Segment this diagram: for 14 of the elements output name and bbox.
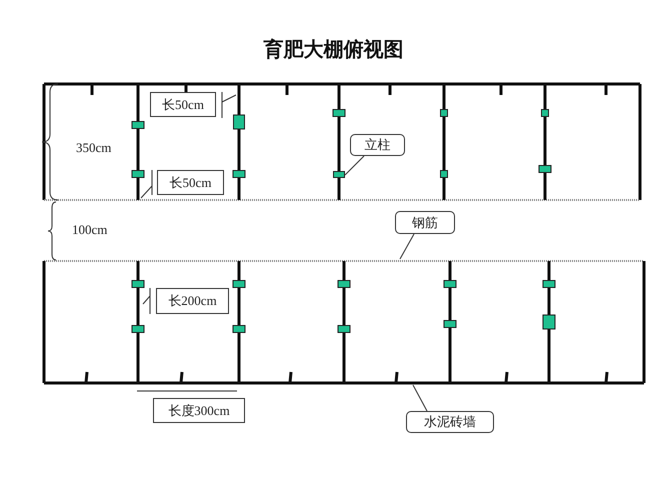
dimension-label: 长200cm	[156, 288, 229, 314]
callout-label: 立柱	[350, 134, 405, 156]
leader-line	[412, 384, 428, 412]
leader-line	[400, 234, 414, 260]
dimension-label: 长度300cm	[153, 398, 245, 423]
callout-label: 钢筋	[395, 211, 455, 234]
dimension-label: 350cm	[76, 140, 112, 156]
dimension-label: 长50cm	[157, 170, 224, 195]
post-marker	[333, 171, 345, 178]
dimension-label: 长50cm	[150, 92, 216, 117]
leader-line	[344, 156, 364, 176]
diagram-title: 育肥大棚俯视图	[262, 36, 404, 63]
callout-label: 水泥砖墙	[406, 411, 494, 433]
dimension-label: 100cm	[72, 222, 108, 238]
